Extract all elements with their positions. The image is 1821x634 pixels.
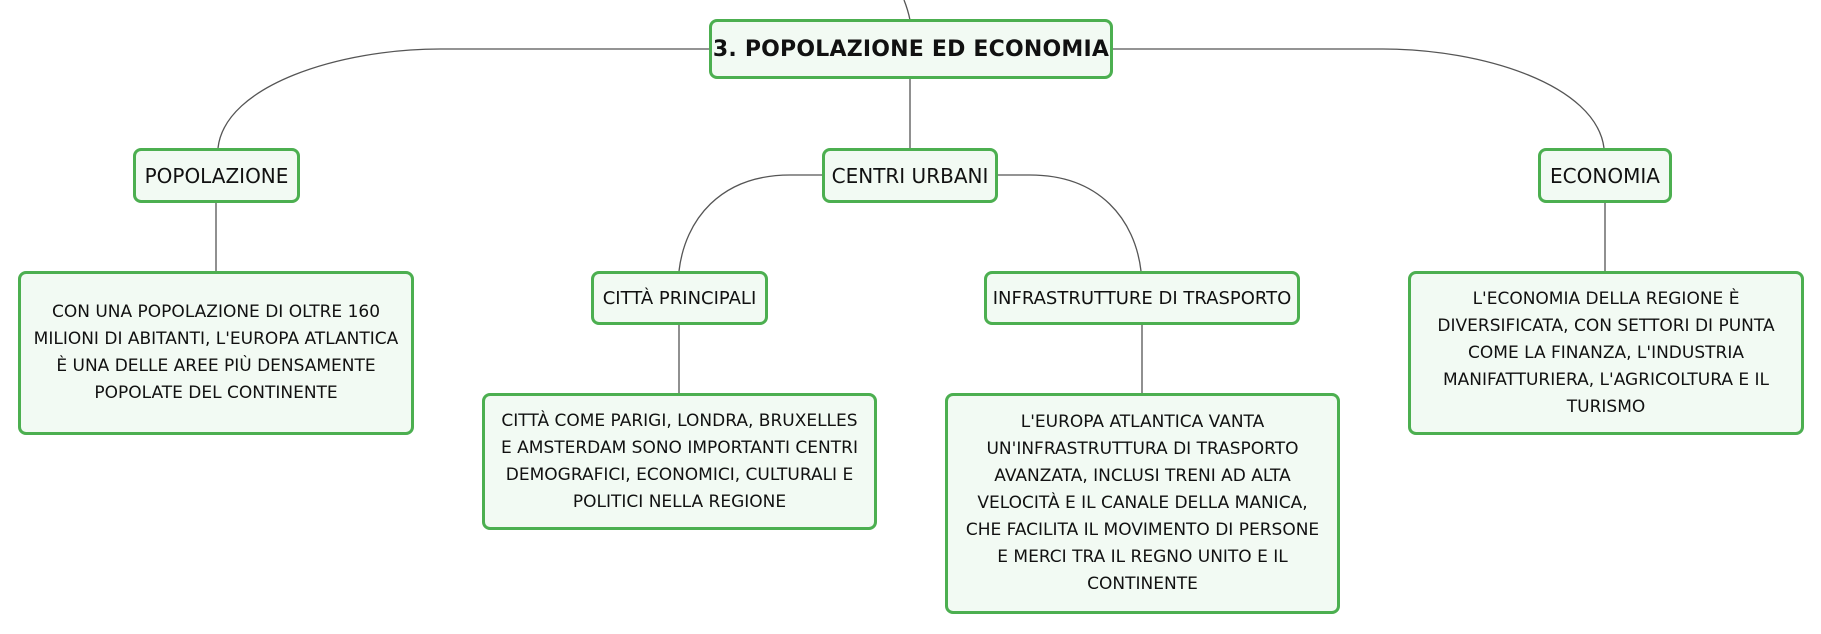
root-label: 3. POPOLAZIONE ED ECONOMIA <box>712 36 1110 62</box>
topic-economia[interactable]: ECONOMIA <box>1538 148 1672 203</box>
subtopic-infrastrutture[interactable]: INFRASTRUTTURE DI TRASPORTO <box>984 271 1300 325</box>
detail-citta-principali[interactable]: CITTÀ COME PARIGI, LONDRA, BRUXELLES E A… <box>482 393 877 530</box>
root-node[interactable]: 3. POPOLAZIONE ED ECONOMIA <box>709 19 1113 79</box>
detail-economia[interactable]: L'ECONOMIA DELLA REGIONE È DIVERSIFICATA… <box>1408 271 1804 435</box>
detail-popolazione[interactable]: CON UNA POPOLAZIONE DI OLTRE 160 MILIONI… <box>18 271 414 435</box>
topic-popolazione[interactable]: POPOLAZIONE <box>133 148 300 203</box>
connector-centri-citta <box>678 174 822 272</box>
topic-centri-urbani-label: CENTRI URBANI <box>831 163 989 188</box>
connector-parent-to-root <box>903 0 911 21</box>
detail-infrastrutture[interactable]: L'EUROPA ATLANTICA VANTA UN'INFRASTRUTTU… <box>945 393 1340 614</box>
detail-economia-text: L'ECONOMIA DELLA REGIONE È DIVERSIFICATA… <box>1437 288 1775 417</box>
subtopic-infrastrutture-label: INFRASTRUTTURE DI TRASPORTO <box>992 287 1292 309</box>
subtopic-citta-principali[interactable]: CITTÀ PRINCIPALI <box>591 271 768 325</box>
topic-centri-urbani[interactable]: CENTRI URBANI <box>822 148 998 203</box>
connector-centri-infra <box>998 174 1142 272</box>
detail-infrastrutture-text: L'EUROPA ATLANTICA VANTA UN'INFRASTRUTTU… <box>965 412 1320 594</box>
connector-root-popolazione <box>217 48 711 149</box>
detail-citta-principali-text: CITTÀ COME PARIGI, LONDRA, BRUXELLES E A… <box>501 410 858 512</box>
detail-popolazione-text: CON UNA POPOLAZIONE DI OLTRE 160 MILIONI… <box>33 302 399 403</box>
subtopic-citta-principali-label: CITTÀ PRINCIPALI <box>602 287 757 309</box>
topic-economia-label: ECONOMIA <box>1550 163 1660 188</box>
topic-popolazione-label: POPOLAZIONE <box>144 163 289 188</box>
connector-root-economia <box>1112 48 1605 149</box>
